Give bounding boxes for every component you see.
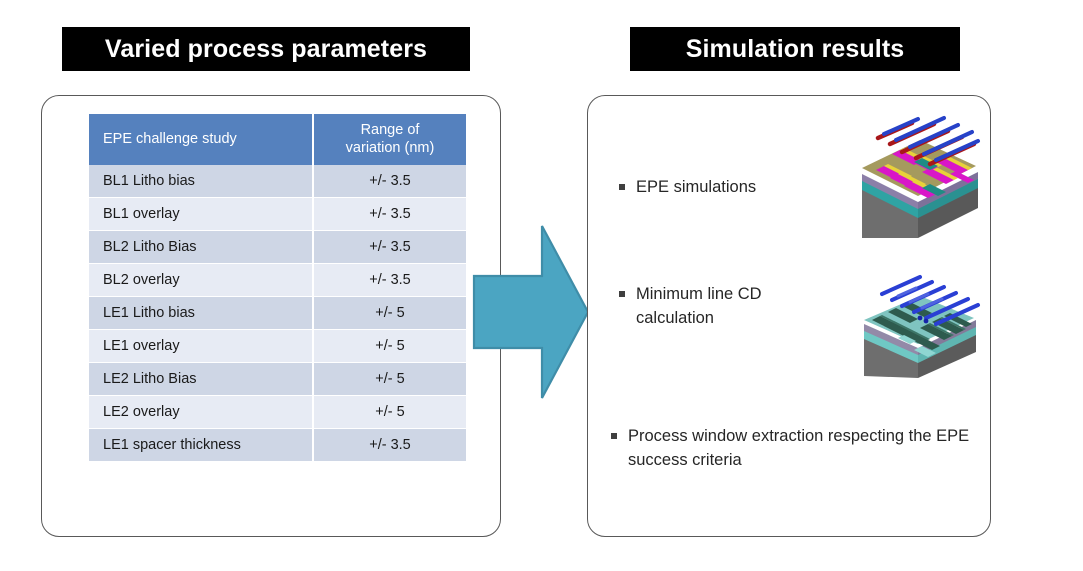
- cell-parameter-name: LE1 Litho bias: [89, 296, 314, 331]
- cell-parameter-range: +/- 3.5: [313, 263, 466, 298]
- table-header-row: EPE challenge study Range of variation (…: [89, 114, 466, 166]
- right-panel-title-banner: Simulation results: [630, 27, 960, 71]
- cell-parameter-name: LE1 spacer thickness: [89, 428, 314, 463]
- table-row: LE2 Litho Bias +/- 5: [89, 362, 466, 397]
- bullet-label: Minimum line CD calculation: [636, 285, 762, 327]
- column-header-range-line1: Range of: [360, 122, 420, 138]
- column-header-range-of-variation: Range of variation (nm): [313, 114, 466, 166]
- list-item: Minimum line CD calculation: [619, 283, 839, 331]
- cell-parameter-range: +/- 3.5: [313, 230, 466, 265]
- bullet-square-icon: [619, 291, 625, 297]
- cell-parameter-name: BL2 Litho Bias: [89, 230, 314, 265]
- bullet-label: Process window extraction respecting the…: [628, 427, 970, 469]
- table-row: LE2 overlay +/- 5: [89, 395, 466, 430]
- left-panel-title-banner: Varied process parameters: [62, 27, 470, 71]
- list-item: Process window extraction respecting the…: [611, 425, 971, 473]
- cell-parameter-range: +/- 3.5: [313, 165, 466, 199]
- epe-parameter-table: EPE challenge study Range of variation (…: [89, 114, 466, 463]
- left-panel: EPE challenge study Range of variation (…: [41, 95, 501, 537]
- column-header-epe-challenge-study: EPE challenge study: [89, 114, 314, 166]
- cell-parameter-name: LE1 overlay: [89, 329, 314, 364]
- table-row: BL2 overlay +/- 3.5: [89, 263, 466, 298]
- cell-parameter-range: +/- 3.5: [313, 428, 466, 463]
- cell-parameter-range: +/- 5: [313, 395, 466, 430]
- cell-parameter-name: BL1 overlay: [89, 197, 314, 232]
- bullet-square-icon: [611, 433, 617, 439]
- right-arrow-icon: [472, 222, 590, 402]
- bullet-label: EPE simulations: [636, 178, 757, 196]
- cell-parameter-range: +/- 3.5: [313, 197, 466, 232]
- cell-parameter-name: BL1 Litho bias: [89, 165, 314, 199]
- cell-parameter-name: LE2 Litho Bias: [89, 362, 314, 397]
- bullet-square-icon: [619, 184, 625, 190]
- cell-parameter-range: +/- 5: [313, 296, 466, 331]
- table-row: BL1 overlay +/- 3.5: [89, 197, 466, 232]
- cell-parameter-range: +/- 5: [313, 362, 466, 397]
- cell-parameter-name: BL2 overlay: [89, 263, 314, 298]
- table-row: LE1 Litho bias +/- 5: [89, 296, 466, 331]
- table-row: LE1 spacer thickness +/- 3.5: [89, 428, 466, 463]
- table-row: LE1 overlay +/- 5: [89, 329, 466, 364]
- table-row: BL1 Litho bias +/- 3.5: [89, 165, 466, 199]
- table-row: BL2 Litho Bias +/- 3.5: [89, 230, 466, 265]
- cell-parameter-name: LE2 overlay: [89, 395, 314, 430]
- list-item: EPE simulations: [619, 176, 859, 200]
- minimum-line-cd-3d-render: [858, 272, 982, 380]
- column-header-range-line2: variation (nm): [345, 140, 435, 157]
- cell-parameter-range: +/- 5: [313, 329, 466, 364]
- epe-simulation-3d-render: [856, 112, 982, 238]
